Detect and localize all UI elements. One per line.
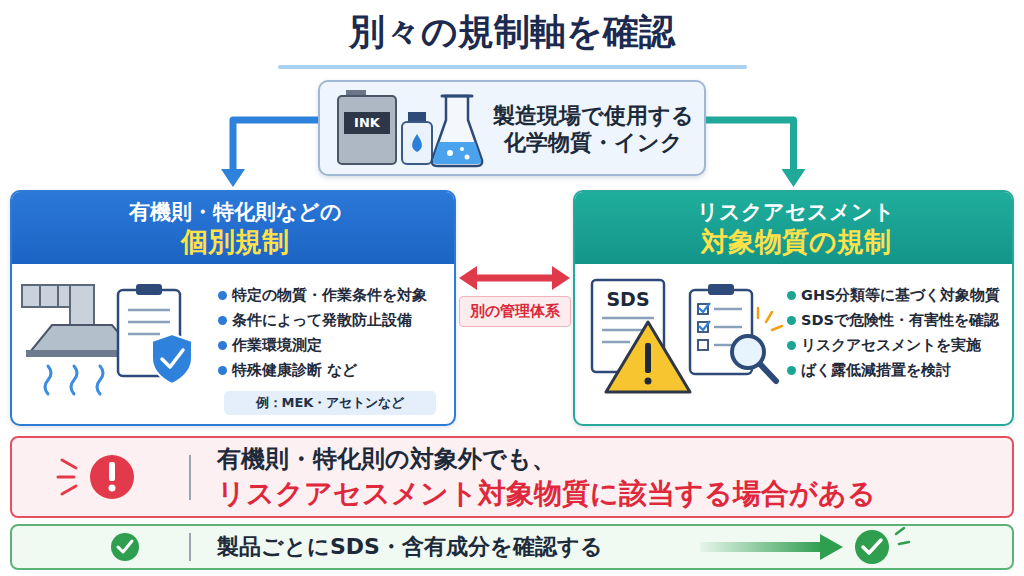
bullet-text: 特定の物質・作業条件を対象 — [232, 285, 454, 305]
bullet-dot — [218, 366, 227, 375]
connector-line — [233, 120, 318, 171]
bullet-dot — [218, 341, 227, 350]
bullet-text: SDSで危険性・有害性を確認 — [801, 310, 1011, 330]
bullet-dot — [787, 366, 796, 375]
example-text: 例：MEK・アセトンなど — [224, 394, 436, 412]
bullet-text: ばく露低減措置を検討 — [801, 360, 1011, 380]
warning-band: 有機則・特化則の対象外でも、リスクアセスメント対象物質に該当する場合がある — [10, 436, 1014, 518]
connector — [459, 266, 570, 290]
panel-heading-highlight: 対象物質の規制 — [575, 226, 1014, 258]
connector-label: 別の管理体系 — [459, 296, 571, 327]
connector — [221, 120, 318, 187]
panel-heading: リスクアセスメント — [575, 200, 1014, 225]
can-label-text: INK — [344, 114, 390, 132]
bullet-text: GHS分類等に基づく対象物質 — [801, 285, 1011, 305]
connector — [706, 120, 806, 187]
bullet-dot — [787, 291, 796, 300]
bullet-text: 条件によって発散防止設備 — [232, 310, 454, 330]
warning-highlight: リスクアセスメント対象物質に該当する場合がある — [217, 477, 1007, 511]
example-pill: 例：MEK・アセトンなど — [224, 391, 436, 415]
warning-text: 有機則・特化則の対象外でも、 — [217, 445, 997, 474]
bullet-text: 特殊健康診断 など — [232, 360, 454, 380]
bullet-dot — [787, 316, 796, 325]
regulation-panel: 有機則・特化則などの個別規制特定の物質・作業条件を対象条件によって発散防止設備作… — [10, 190, 456, 426]
connector-line — [475, 275, 554, 282]
action-band: 製品ごとにSDS・含有成分を確認する — [10, 524, 1014, 570]
arrow-head — [552, 266, 570, 290]
bullet-text: リスクアセスメントを実施 — [801, 335, 1011, 355]
bullet-dot — [218, 291, 227, 300]
panel-heading-highlight: 個別規制 — [12, 226, 456, 258]
arrow-head — [459, 266, 477, 290]
box-text: 製造現場で使用する 化学物質・インク — [486, 102, 700, 156]
panel-heading: 有機則・特化則などの — [12, 200, 456, 225]
document-title: SDS — [592, 287, 664, 311]
bullet-text: 作業環境測定 — [232, 335, 454, 355]
connector-line — [706, 120, 794, 171]
diagram-title: 別々の規制軸を確認 — [0, 8, 1024, 56]
action-text: 製品ごとにSDS・含有成分を確認する — [217, 534, 737, 560]
bullet-dot — [787, 341, 796, 350]
title-underline — [280, 65, 745, 69]
arrow-head — [221, 169, 245, 187]
bullet-dot — [218, 316, 227, 325]
arrow-head — [782, 169, 806, 187]
